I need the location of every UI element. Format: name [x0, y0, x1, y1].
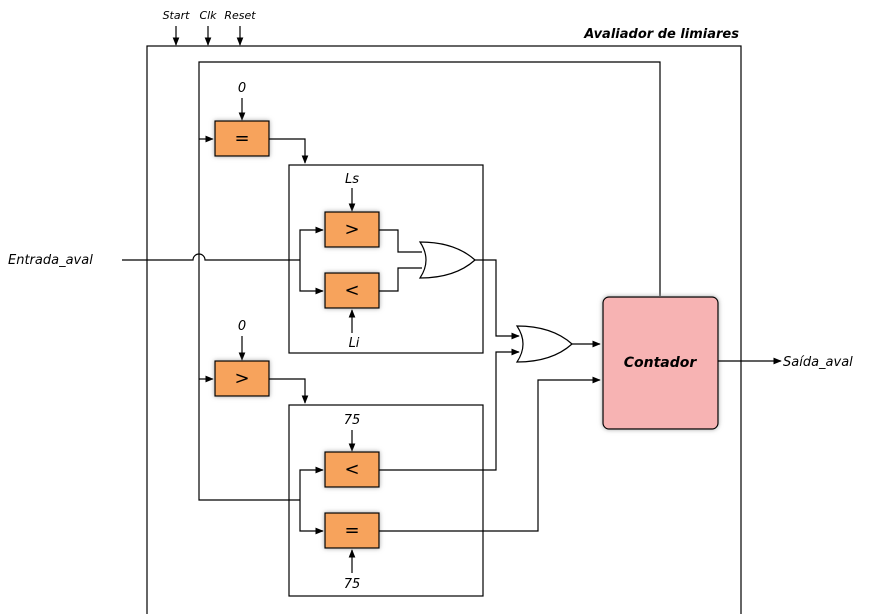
- diagram-title: Avaliador de limiares: [583, 27, 739, 42]
- upper-gt-symbol: >: [344, 219, 359, 240]
- lower-lt-in-wire: [299, 466, 324, 500]
- upper-lt-constant: Li: [349, 336, 360, 351]
- lower-lt-symbol: <: [344, 459, 359, 480]
- mid-gt-constant: 0: [238, 319, 246, 334]
- counter-block: [602, 296, 719, 430]
- mid-gt-symbol: >: [234, 368, 249, 389]
- upper-gt-constant: Ls: [345, 172, 359, 187]
- lower-lt-constant: 75: [344, 413, 361, 428]
- entrada-label: Entrada_aval: [8, 253, 93, 268]
- mid-gt-out-wire: [269, 378, 309, 404]
- start-label: Start: [163, 9, 191, 22]
- top-eq-out-wire: [269, 138, 309, 164]
- upper-gt-out-wire: [379, 229, 422, 253]
- lower-lt-comparator: [324, 451, 380, 488]
- final-or-gate: [515, 325, 573, 363]
- control-inputs: Start Clk Reset: [163, 9, 256, 46]
- upper-or-gate: [418, 241, 476, 279]
- saida-label: Saída_aval: [783, 355, 853, 370]
- upper-lt-symbol: <: [344, 280, 359, 301]
- upper-or-out-wire: [475, 259, 520, 340]
- feedback-bus: [198, 61, 661, 501]
- upper-subsystem-box: [288, 164, 484, 354]
- reset-label: Reset: [224, 9, 256, 22]
- lower-eq-out-wire: [379, 376, 601, 532]
- upper-lt-comparator: [324, 272, 380, 309]
- lower-eq-constant: 75: [344, 577, 361, 592]
- upper-lt-out-wire: [379, 267, 422, 292]
- entrada-wire: [122, 253, 300, 261]
- top-eq-symbol: =: [234, 128, 249, 149]
- counter-label: Contador: [624, 355, 698, 371]
- lower-lt-out-wire: [379, 348, 520, 471]
- outer-frame: [146, 45, 742, 614]
- clk-label: Clk: [199, 9, 217, 22]
- upper-lt-in-wire: [299, 260, 324, 295]
- top-eq-comparator: [214, 120, 270, 157]
- lower-eq-in-wire: [299, 500, 324, 535]
- upper-gt-in-wire: [299, 226, 324, 260]
- top-eq-constant: 0: [238, 81, 246, 96]
- lower-subsystem-box: [288, 404, 484, 597]
- lower-eq-symbol: =: [344, 520, 359, 541]
- lower-eq-comparator: [324, 512, 380, 549]
